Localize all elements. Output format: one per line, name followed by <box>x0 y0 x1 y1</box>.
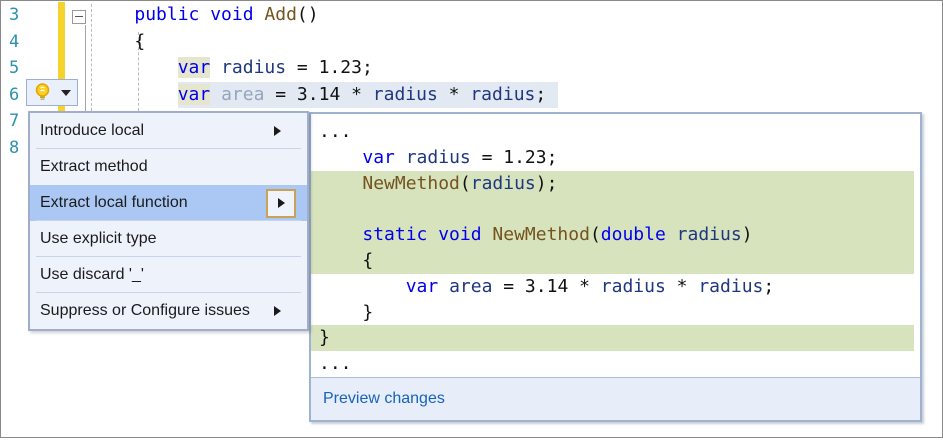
code-line: var area = 3.14 * radius * radius; <box>405 275 775 297</box>
indent-guide <box>138 32 139 111</box>
menu-item-label: Suppress or Configure issues <box>40 302 250 319</box>
editor-code: public void Add() { var radius = 1.23; v… <box>1 2 942 108</box>
line-number-gutter: 3 4 5 6 7 8 <box>9 2 19 161</box>
indent-guide <box>91 4 92 111</box>
menu-item-use-explicit-type[interactable]: Use explicit type <box>30 221 307 257</box>
refactor-preview-pane: ... var radius = 1.23; NewMethod(radius)… <box>309 112 922 422</box>
code-line: var radius = 1.23; <box>177 57 373 78</box>
menu-item-use-discard[interactable]: Use discard '_' <box>30 257 307 293</box>
code-line: ... <box>319 121 352 142</box>
menu-item-extract-local-function[interactable]: Extract local function <box>30 185 307 221</box>
menu-item-label: Use explicit type <box>40 230 157 247</box>
menu-item-label: Extract local function <box>40 194 188 211</box>
submenu-arrow-button[interactable] <box>266 188 296 218</box>
preview-footer: Preview changes <box>311 377 920 420</box>
preview-code: ... var radius = 1.23; NewMethod(radius)… <box>311 114 920 377</box>
submenu-arrow-icon <box>274 306 281 316</box>
menu-item-introduce-local[interactable]: Introduce local <box>30 113 307 149</box>
menu-item-extract-method[interactable]: Extract method <box>30 149 307 185</box>
menu-item-suppress-or-configure-issues[interactable]: Suppress or Configure issues <box>30 293 307 329</box>
line-number: 6 <box>9 84 20 105</box>
modified-lines-track <box>58 2 65 111</box>
code-line: } <box>362 301 374 323</box>
code-line: ... <box>319 353 352 375</box>
code-line: NewMethod(radius); <box>311 170 914 197</box>
code-line: { <box>134 30 146 52</box>
code-line: { <box>311 247 914 274</box>
line-number: 5 <box>9 58 20 78</box>
preview-changes-link[interactable]: Preview changes <box>323 390 445 407</box>
submenu-arrow-icon <box>274 126 281 136</box>
line-number: 3 <box>9 5 20 25</box>
code-line: public void Add() <box>134 4 319 25</box>
code-line: } <box>311 325 914 352</box>
menu-item-label: Use discard '_' <box>40 266 144 283</box>
bottom-margin <box>0 438 943 445</box>
submenu-arrow-icon <box>277 198 285 208</box>
quick-actions-button[interactable] <box>26 79 78 106</box>
outline-margin-line <box>85 25 86 111</box>
code-line <box>311 196 914 223</box>
code-line: var area = 3.14 * radius * radius; <box>1 81 942 108</box>
menu-item-label: Introduce local <box>40 122 145 139</box>
line-number: 7 <box>9 111 20 131</box>
chevron-down-icon[interactable] <box>61 89 71 96</box>
lightbulb-icon <box>35 83 50 100</box>
code-line: var radius = 1.23; <box>362 146 558 168</box>
menu-item-label: Extract method <box>40 158 148 175</box>
fold-collapse-button[interactable] <box>72 10 86 24</box>
line-number: 4 <box>9 31 20 52</box>
code-editor: 3 4 5 6 7 8 public void Add() { var radius = … <box>1 1 942 437</box>
code-line: static void NewMethod(double radius) <box>311 222 914 248</box>
line-number: 8 <box>9 137 20 158</box>
